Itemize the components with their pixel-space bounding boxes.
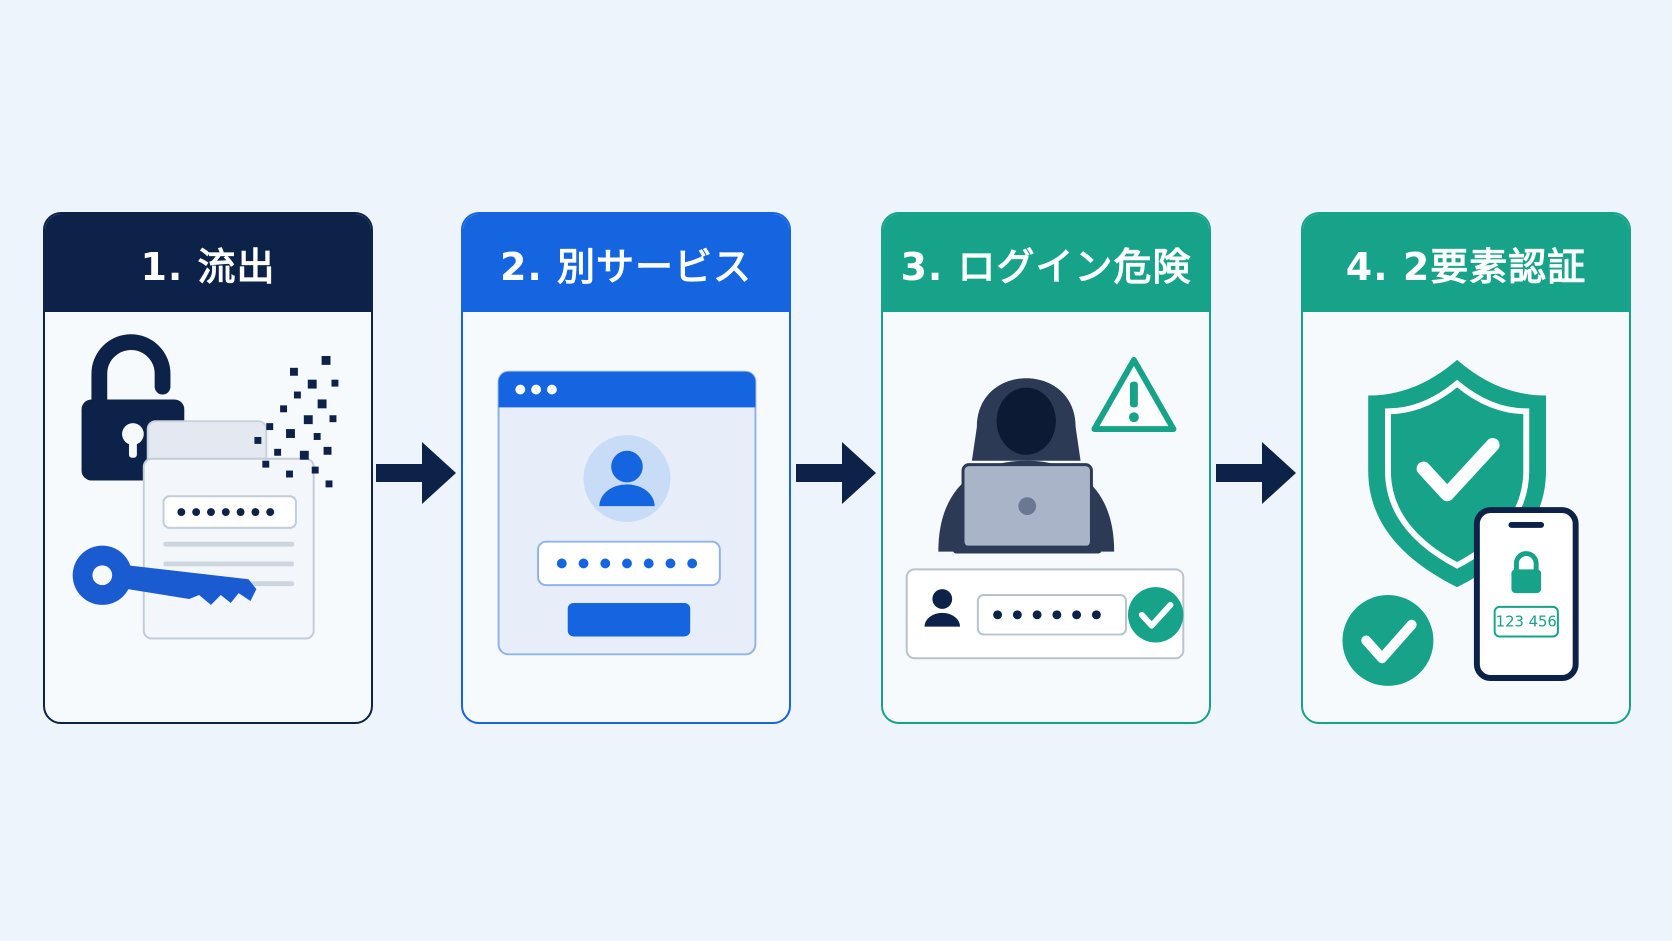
step-card-4: 4. 2要素認証 123 456 [1301,212,1631,724]
smartphone-lock-icon: 123 456 [1473,507,1579,681]
step-title-1: 1. 流出 [45,214,371,312]
browser-login-icon [497,370,757,656]
user-avatar-icon [583,435,671,522]
login-form [905,568,1185,660]
arrow-right-icon [1216,442,1296,504]
arrow-right-icon [796,442,876,504]
step-title-2: 2. 別サービス [463,214,789,312]
arrow-right-icon [376,442,456,504]
user-icon [924,589,961,627]
check-circle-icon [1342,595,1434,686]
data-leak-pixels [254,355,339,488]
step-illustration-1 [45,312,371,722]
step-illustration-2 [463,312,789,722]
check-circle-icon [1127,587,1184,643]
password-document-icon [142,420,315,640]
warning-icon [1091,356,1177,433]
step-illustration-4: 123 456 [1303,312,1629,722]
step-card-1: 1. 流出 [43,212,373,724]
step-card-3: 3. ログイン危険 [881,212,1211,724]
step-illustration-3 [883,312,1209,722]
key-icon [72,545,257,605]
phone-code: 123 456 [1496,614,1557,631]
step-title-4: 4. 2要素認証 [1303,214,1629,312]
step-title-3: 3. ログイン危険 [883,214,1209,312]
laptop-icon [953,463,1102,554]
step-card-2: 2. 別サービス [461,212,791,724]
